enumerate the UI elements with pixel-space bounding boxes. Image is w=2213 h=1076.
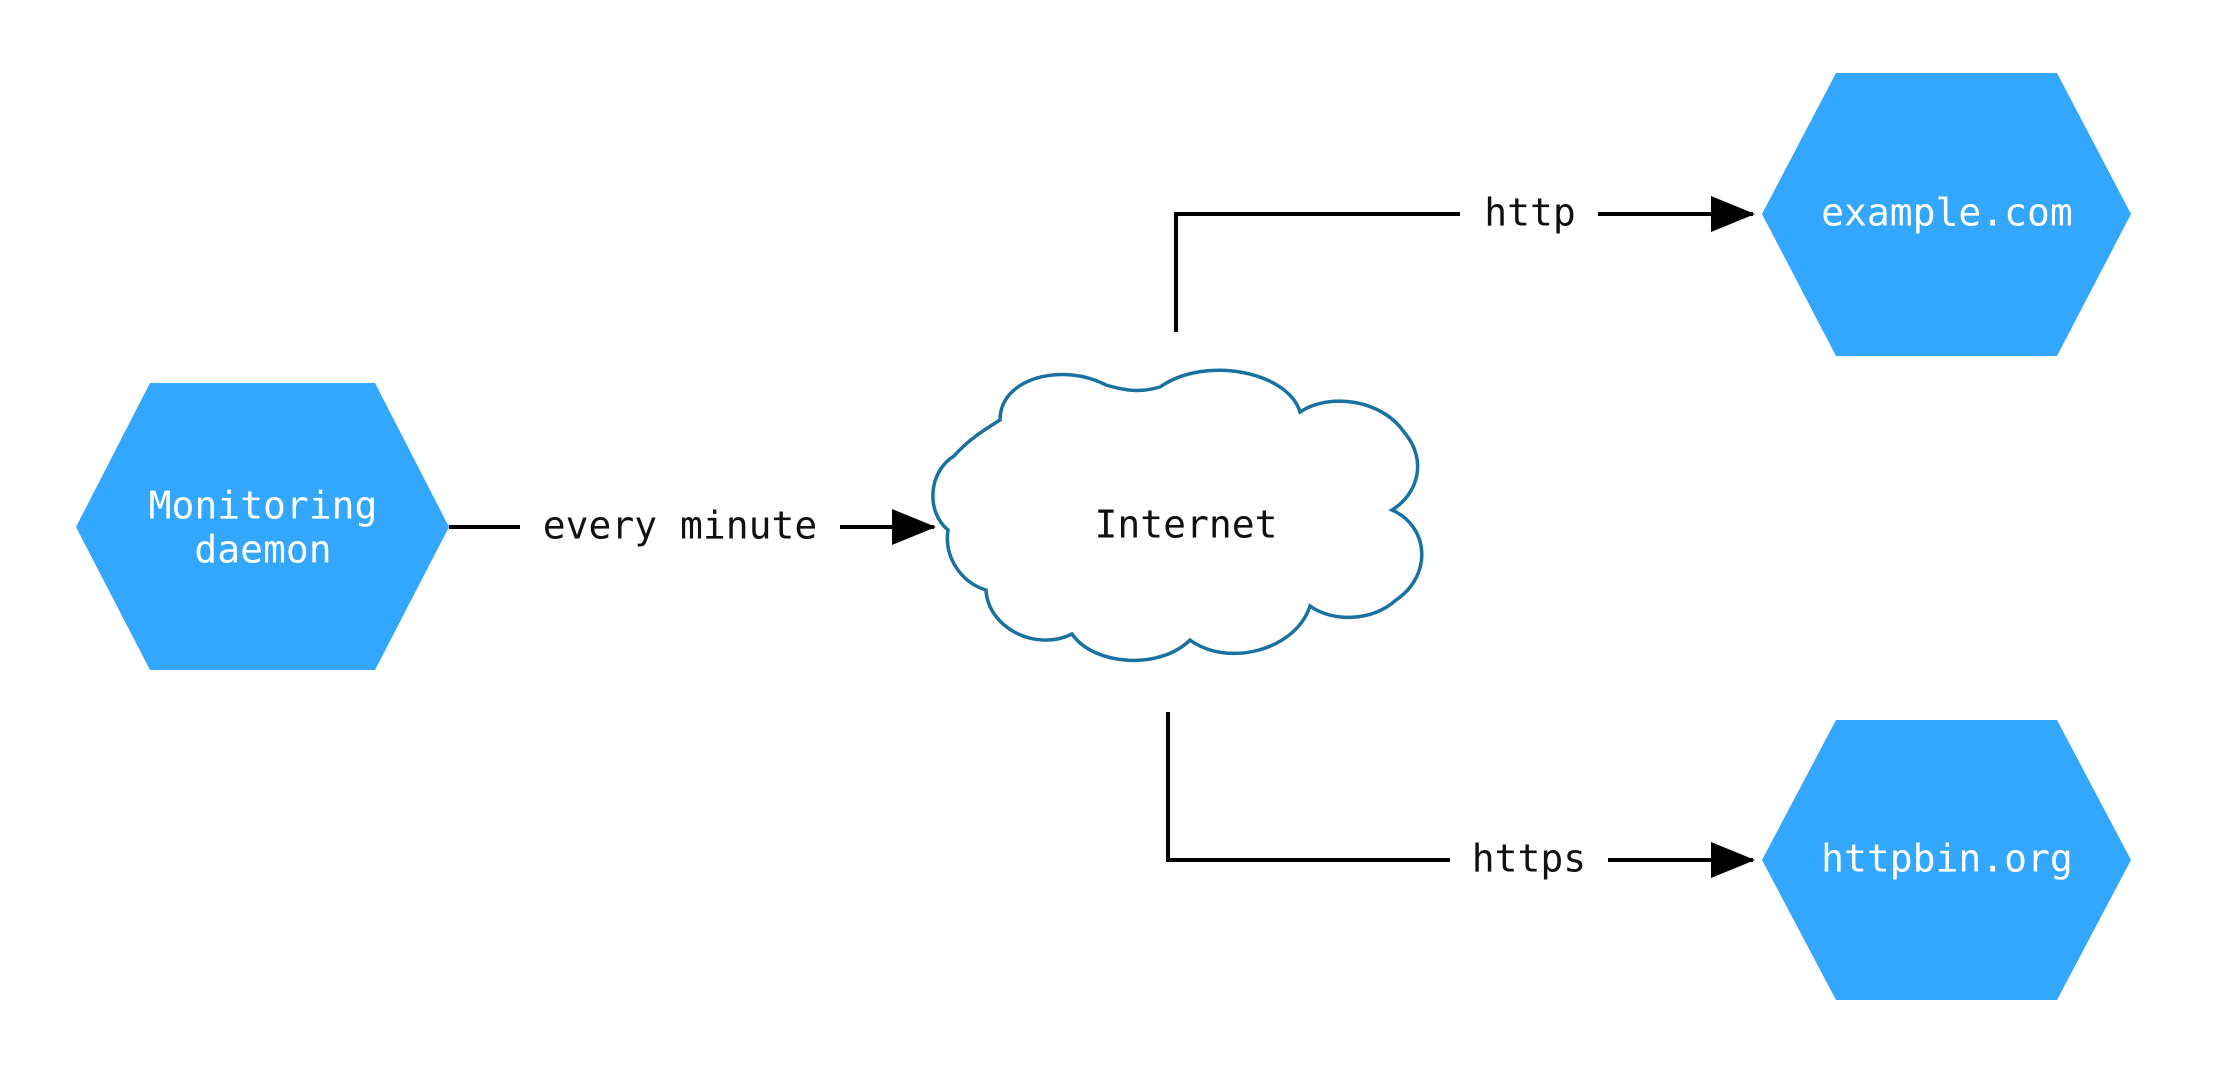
edge-label-every-minute: every minute (543, 504, 818, 548)
edge-label-http: http (1484, 191, 1576, 235)
edge-line-https-vertical (1166, 712, 1450, 862)
hexagon-shape-httpbin-org (1762, 720, 2131, 1000)
node-label-internet: Internet (1094, 503, 1277, 547)
node-httpbin-org[interactable]: httpbin.org (1762, 720, 2131, 1000)
node-label-httpbin-org: httpbin.org (1821, 837, 2073, 881)
hexagon-shape-monitoring-daemon (76, 383, 449, 670)
edge-internet-to-httpbin: https (1166, 712, 1755, 881)
node-internet[interactable]: Internet (931, 368, 1424, 663)
edge-label-https: https (1472, 837, 1586, 881)
edge-line-http-vertical (1174, 212, 1460, 332)
node-example-com[interactable]: example.com (1762, 73, 2131, 356)
node-label-example-com: example.com (1821, 191, 2073, 235)
hexagon-shape-example-com (1762, 73, 2131, 356)
cloud-shape-internet (931, 368, 1424, 663)
edge-internet-to-example: http (1174, 191, 1755, 332)
node-label-monitoring-daemon-line2: daemon (194, 528, 331, 572)
node-label-monitoring-daemon-line1: Monitoring (149, 484, 378, 528)
node-monitoring-daemon[interactable]: Monitoring daemon (76, 383, 449, 670)
edge-daemon-to-internet: every minute (449, 504, 936, 548)
